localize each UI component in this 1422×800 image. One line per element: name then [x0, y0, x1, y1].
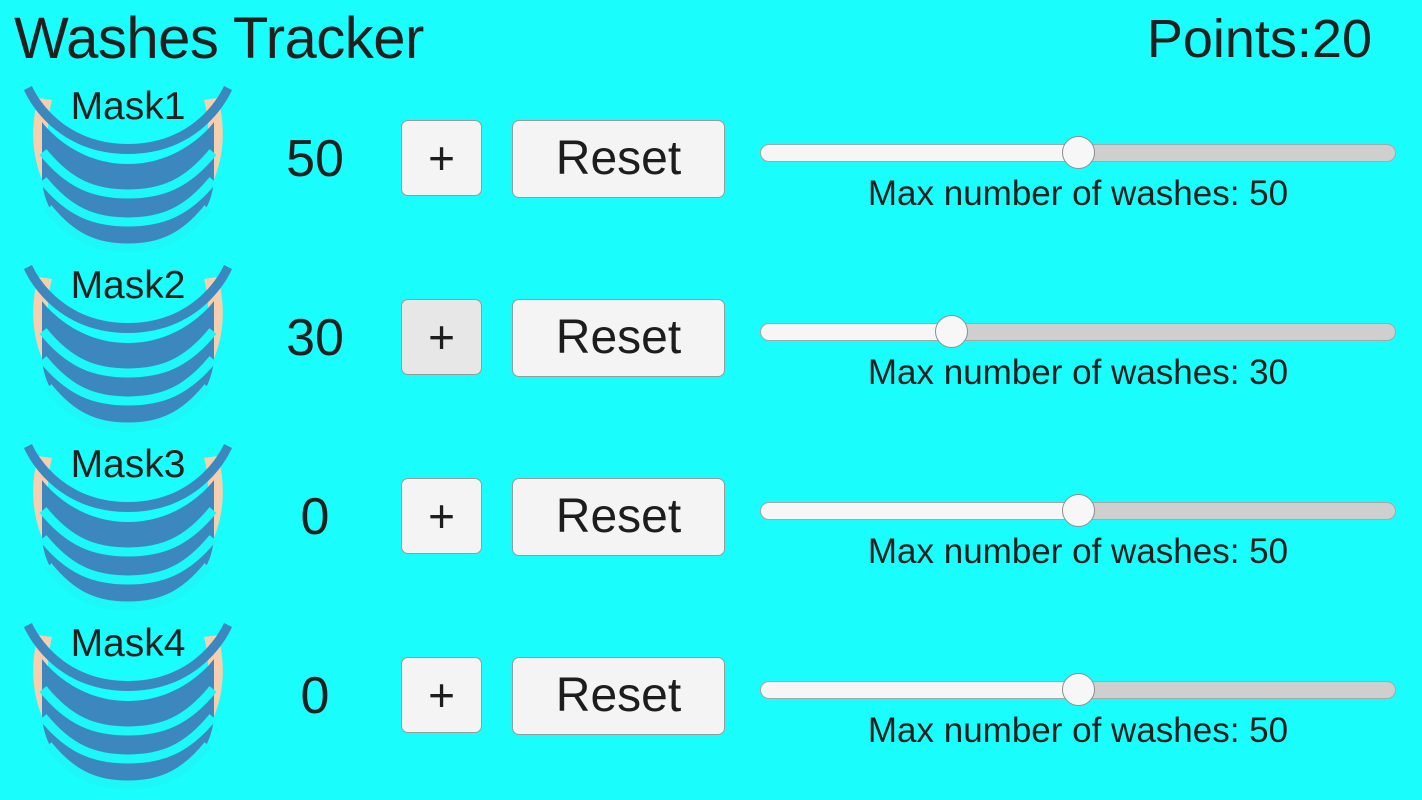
max-washes-caption: Max number of washes: 50: [867, 711, 1289, 750]
reset-button[interactable]: Reset: [512, 299, 725, 377]
wash-count: 0: [300, 488, 330, 546]
app-title: Washes Tracker: [14, 6, 424, 71]
face-mask-icon: Mask1: [14, 80, 242, 256]
face-mask-icon: Mask3: [14, 438, 242, 614]
slider-thumb[interactable]: [1062, 136, 1095, 169]
mask-row-4: Mask4 0 + Reset Max number of washes: 50: [0, 615, 1422, 794]
slider-track-fill: [760, 323, 951, 341]
max-washes-slider[interactable]: [760, 494, 1396, 527]
max-washes-caption: Max number of washes: 30: [867, 353, 1289, 392]
reset-button[interactable]: Reset: [512, 657, 725, 735]
app-header: Washes Tracker Points:20: [0, 0, 1422, 78]
increment-button[interactable]: +: [401, 478, 482, 554]
increment-button[interactable]: +: [401, 299, 482, 375]
increment-button[interactable]: +: [401, 120, 482, 196]
wash-count: 0: [300, 667, 330, 725]
max-washes-caption: Max number of washes: 50: [867, 532, 1289, 571]
mask-rows-list: Mask1 50 + Reset Max number of washes: 5…: [0, 78, 1422, 794]
slider-thumb[interactable]: [935, 315, 968, 348]
slider-thumb[interactable]: [1062, 673, 1095, 706]
face-mask-icon: Mask4: [14, 617, 242, 793]
max-washes-caption: Max number of washes: 50: [867, 174, 1289, 213]
slider-thumb[interactable]: [1062, 494, 1095, 527]
max-washes-slider-group: Max number of washes: 30: [760, 291, 1396, 411]
mask-row-3: Mask3 0 + Reset Max number of washes: 50: [0, 436, 1422, 615]
slider-track-fill: [760, 502, 1078, 520]
points-counter: Points:20: [1146, 9, 1372, 69]
wash-count: 50: [286, 130, 344, 188]
max-washes-slider-group: Max number of washes: 50: [760, 112, 1396, 232]
mask-row-2: Mask2 30 + Reset Max number of washes: 3…: [0, 257, 1422, 436]
slider-track-fill: [760, 144, 1078, 162]
reset-button[interactable]: Reset: [512, 478, 725, 556]
slider-track-fill: [760, 681, 1078, 699]
max-washes-slider[interactable]: [760, 673, 1396, 706]
max-washes-slider[interactable]: [760, 315, 1396, 348]
wash-count: 30: [286, 309, 344, 367]
mask-row-1: Mask1 50 + Reset Max number of washes: 5…: [0, 78, 1422, 257]
max-washes-slider-group: Max number of washes: 50: [760, 649, 1396, 769]
max-washes-slider[interactable]: [760, 136, 1396, 169]
max-washes-slider-group: Max number of washes: 50: [760, 470, 1396, 590]
increment-button[interactable]: +: [401, 657, 482, 733]
face-mask-icon: Mask2: [14, 259, 242, 435]
reset-button[interactable]: Reset: [512, 120, 725, 198]
